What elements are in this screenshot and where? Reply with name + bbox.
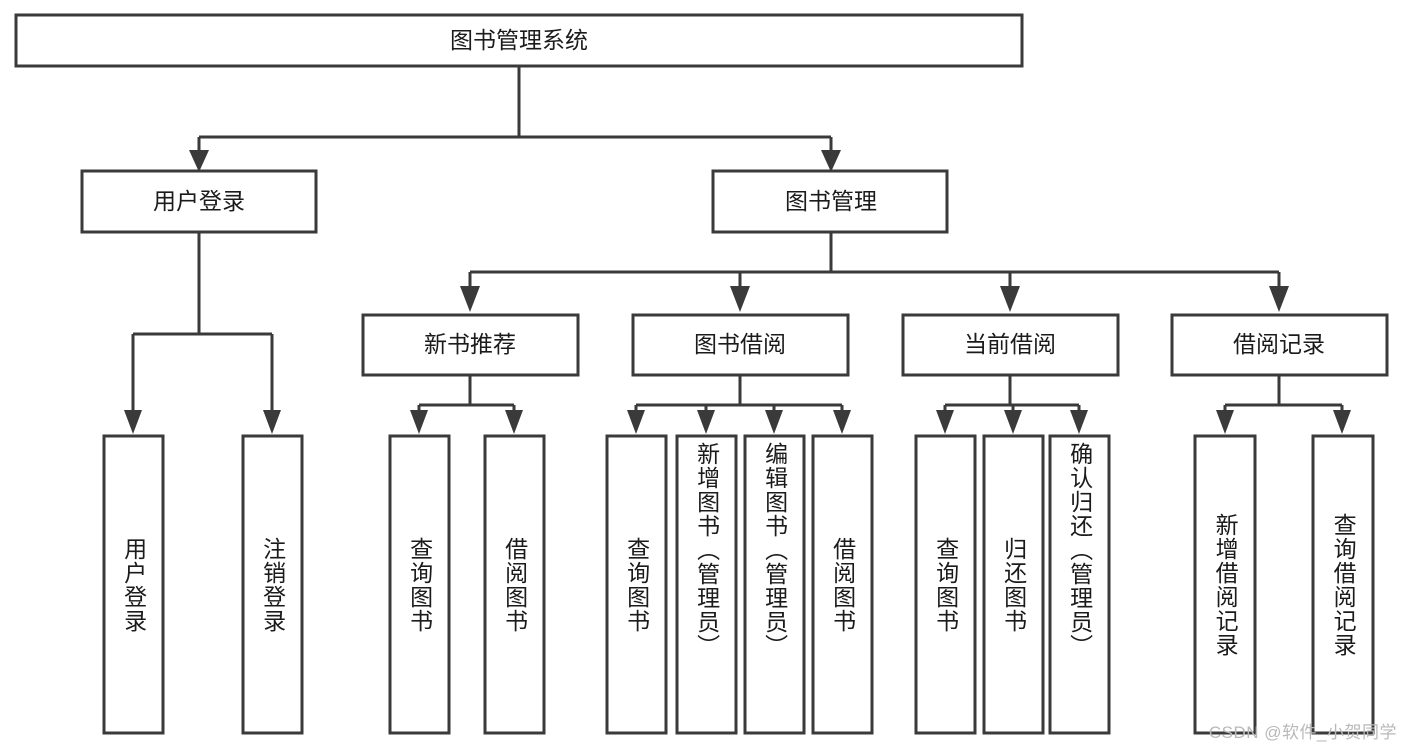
leaf-logout-login-box[interactable]	[241, 434, 304, 735]
arrowhead-leaf-query-book-2	[627, 410, 645, 434]
arrowhead-current-borrow	[1000, 286, 1020, 312]
leaf-borrow-book-1-box[interactable]	[483, 434, 546, 735]
arrowhead-leaf-confirm-return	[1070, 410, 1088, 434]
node-new-book-rec[interactable]: 新书推荐	[361, 313, 580, 377]
arrowhead-book-manage	[821, 150, 841, 172]
node-user-login[interactable]: 用户登录	[80, 169, 318, 234]
connector-group-current-borrow-leaves	[936, 375, 1088, 434]
arrowhead-leaf-add-record	[1216, 410, 1234, 434]
node-book-manage-box[interactable]	[711, 169, 949, 234]
node-new-book-rec-box[interactable]	[361, 313, 580, 377]
arrowhead-leaf-user-login	[124, 410, 142, 434]
watermark-text: CSDN @软件_小贺同学	[1208, 723, 1397, 742]
node-current-borrow[interactable]: 当前借阅	[901, 313, 1120, 377]
arrowhead-leaf-add-book	[697, 410, 715, 434]
arrowhead-leaf-edit-book	[765, 410, 783, 434]
node-user-login-label: 用户登录	[153, 188, 245, 214]
leaf-query-record-box[interactable]	[1311, 434, 1375, 735]
arrowhead-user-login	[189, 150, 209, 172]
connector-group-book-manage-to-level3	[460, 232, 1289, 312]
node-borrow-record-label: 借阅记录	[1233, 331, 1325, 357]
arrowhead-leaf-query-book-3	[936, 410, 954, 434]
leaf-query-book-3-box[interactable]	[914, 434, 977, 735]
node-current-borrow-box[interactable]	[901, 313, 1120, 377]
arrowhead-leaf-borrow-book-1	[505, 410, 523, 434]
leaf-query-book-1-box[interactable]	[388, 434, 451, 735]
arrowhead-leaf-borrow-book-2	[833, 410, 851, 434]
leaf-edit-book-box[interactable]	[743, 434, 806, 735]
node-current-borrow-label: 当前借阅	[964, 331, 1056, 357]
node-new-book-rec-label: 新书推荐	[424, 331, 516, 357]
leaf-return-book-box[interactable]	[982, 434, 1045, 735]
arrowhead-book-borrow	[730, 286, 750, 312]
connector-group-root-to-level2	[189, 66, 841, 172]
leaf-user-login-box[interactable]	[102, 434, 165, 735]
leaf-add-record-box[interactable]	[1193, 434, 1257, 735]
node-book-manage-label: 图书管理	[785, 188, 877, 214]
arrowhead-new-book-rec	[460, 286, 480, 312]
node-book-borrow[interactable]: 图书借阅	[631, 313, 850, 377]
connector-group-borrow-record-leaves	[1216, 375, 1351, 434]
leaf-confirm-return-box[interactable]	[1048, 434, 1111, 735]
connector-group-user-login-leaves	[124, 232, 281, 434]
arrowhead-borrow-record	[1269, 286, 1289, 312]
node-root-label: 图书管理系统	[450, 27, 588, 53]
leaf-add-book-box[interactable]	[675, 434, 738, 735]
node-borrow-record-box[interactable]	[1170, 313, 1389, 377]
node-book-borrow-label: 图书借阅	[694, 331, 786, 357]
arrowhead-leaf-return-book	[1004, 410, 1022, 434]
node-borrow-record[interactable]: 借阅记录	[1170, 313, 1389, 377]
connector-group-new-book-rec-leaves	[410, 375, 523, 434]
node-root[interactable]: 图书管理系统	[14, 13, 1024, 68]
arrowhead-leaf-logout-login	[263, 410, 281, 434]
leaf-query-book-2-box[interactable]	[605, 434, 668, 735]
arrowhead-leaf-query-book-1	[410, 410, 428, 434]
leaf-borrow-book-2-box[interactable]	[811, 434, 874, 735]
node-book-manage[interactable]: 图书管理	[711, 169, 949, 234]
node-user-login-box[interactable]	[80, 169, 318, 234]
connector-group-book-borrow-leaves	[627, 375, 851, 434]
arrowhead-leaf-query-record	[1333, 410, 1351, 434]
node-book-borrow-box[interactable]	[631, 313, 850, 377]
node-root-box[interactable]	[14, 13, 1024, 68]
leaf-boxes	[102, 434, 1375, 735]
